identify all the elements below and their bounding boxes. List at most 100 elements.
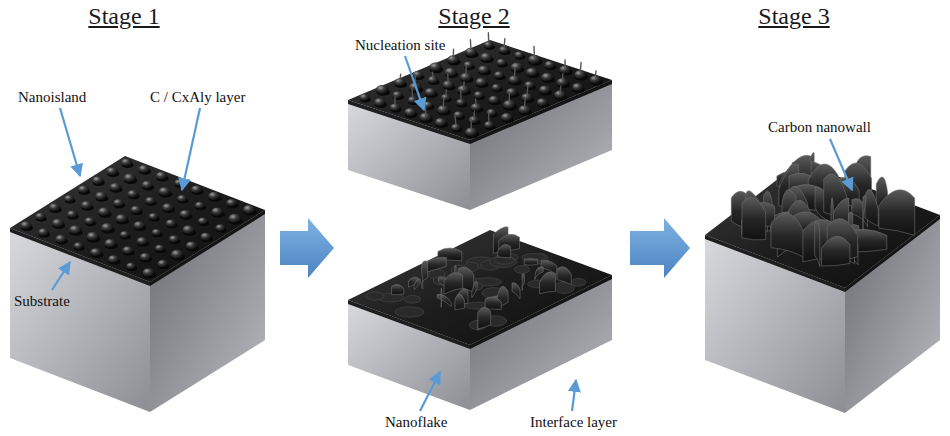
nanoisland (143, 268, 155, 277)
nanoflake-shape (540, 272, 556, 294)
nanoisland (544, 61, 555, 69)
part-label: Nanoflake (385, 413, 447, 431)
stage-heading: Stage 3 (694, 2, 894, 30)
nanoisland (67, 210, 77, 218)
nanoisland (162, 203, 173, 211)
nanoisland (374, 98, 385, 106)
nucleation-spike (399, 74, 401, 80)
nanoisland (87, 232, 99, 241)
nanoisland (120, 231, 130, 238)
nanoisland (166, 219, 176, 227)
nanoisland (404, 108, 416, 116)
leader-line (182, 108, 200, 190)
nanoisland (506, 88, 517, 96)
nanoisland (38, 228, 49, 236)
nanoisland (137, 237, 148, 245)
interface-bump (490, 256, 517, 267)
nucleation-spike (514, 68, 516, 78)
nanoisland (392, 91, 402, 98)
nucleation-spike (475, 99, 477, 106)
substrate-right-face (470, 80, 612, 210)
nanoisland (169, 235, 179, 242)
nanoisland (159, 187, 171, 196)
nanoisland (52, 219, 64, 228)
stage-heading: Stage 1 (0, 2, 248, 30)
nanoisland (108, 255, 119, 263)
nanoisland (226, 199, 237, 207)
nanoisland (90, 248, 101, 256)
stage-panel: Stage 3 (694, 0, 950, 425)
nanoflake-shape (512, 283, 520, 299)
nucleation-spike (470, 40, 472, 51)
stage-panel: Stage 1 (0, 0, 276, 425)
stage-panel: Stage 2 (338, 0, 626, 425)
nanoisland (74, 242, 84, 249)
nucleation-spike (454, 116, 456, 126)
nanoisland (110, 183, 121, 191)
nanoisland (145, 197, 155, 204)
stage-three-figure (705, 152, 940, 413)
part-label: Interface layer (530, 413, 617, 431)
nanoisland (195, 202, 205, 209)
nanoisland (104, 239, 116, 248)
nanoflake-shape (414, 279, 420, 290)
nucleation-spike (524, 98, 526, 108)
nanoflake-shape (478, 307, 491, 329)
nanoisland (95, 192, 107, 200)
nanowall-shape (865, 190, 878, 226)
nucleation-spike (470, 118, 472, 131)
nanoisland (149, 213, 159, 220)
part-label: Nucleation site (355, 36, 445, 54)
nanoisland (360, 94, 370, 101)
nanowall-shape (771, 213, 806, 258)
nanoisland (489, 96, 500, 104)
nanoisland (215, 224, 225, 231)
nanoisland (376, 85, 389, 94)
nanoisland (429, 63, 441, 72)
nanoisland (474, 91, 484, 98)
nanoisland (537, 98, 548, 106)
stage-two-top-figure (348, 33, 612, 210)
nanoisland (101, 223, 113, 232)
nucleation-spike (432, 72, 434, 78)
nanoisland (69, 225, 81, 234)
stage-arrow (630, 218, 690, 278)
nucleation-spike (580, 62, 582, 73)
nanoisland (191, 185, 202, 193)
nanoisland (511, 63, 523, 72)
nanoisland (126, 263, 136, 270)
nanoflake-shape (522, 274, 524, 291)
nanoisland (514, 51, 524, 58)
nanoisland (180, 210, 191, 218)
nanoisland (501, 113, 513, 121)
leader-line (572, 380, 576, 411)
stage-two-bottom-figure (348, 227, 612, 410)
interface-bump (514, 266, 529, 274)
nanoflake-shape (557, 267, 571, 285)
nanoisland (158, 260, 169, 268)
nucleation-spike (411, 89, 413, 99)
nucleation-spike (562, 74, 564, 81)
layer-top-face (705, 162, 940, 288)
nanoisland (20, 221, 31, 229)
nucleation-spike (559, 86, 561, 93)
leader-line (405, 56, 424, 110)
nanoisland (492, 84, 502, 91)
nucleation-spike (533, 46, 535, 58)
leader-line (420, 372, 440, 411)
nanoflake-shape (444, 273, 463, 295)
nucleation-spike (526, 86, 528, 96)
layer-top-face (348, 230, 612, 345)
nanoisland (182, 225, 194, 234)
nanoisland (539, 86, 550, 94)
layer-top-face (10, 156, 265, 282)
nanoflake-shape (455, 294, 464, 310)
nanoisland (425, 88, 437, 96)
nanoisland (177, 195, 187, 202)
stage-arrow (280, 218, 334, 278)
nanoisland (464, 61, 474, 68)
nanoflake-shape (441, 288, 443, 307)
nanoisland (64, 195, 74, 202)
nucleation-spike (463, 82, 465, 88)
